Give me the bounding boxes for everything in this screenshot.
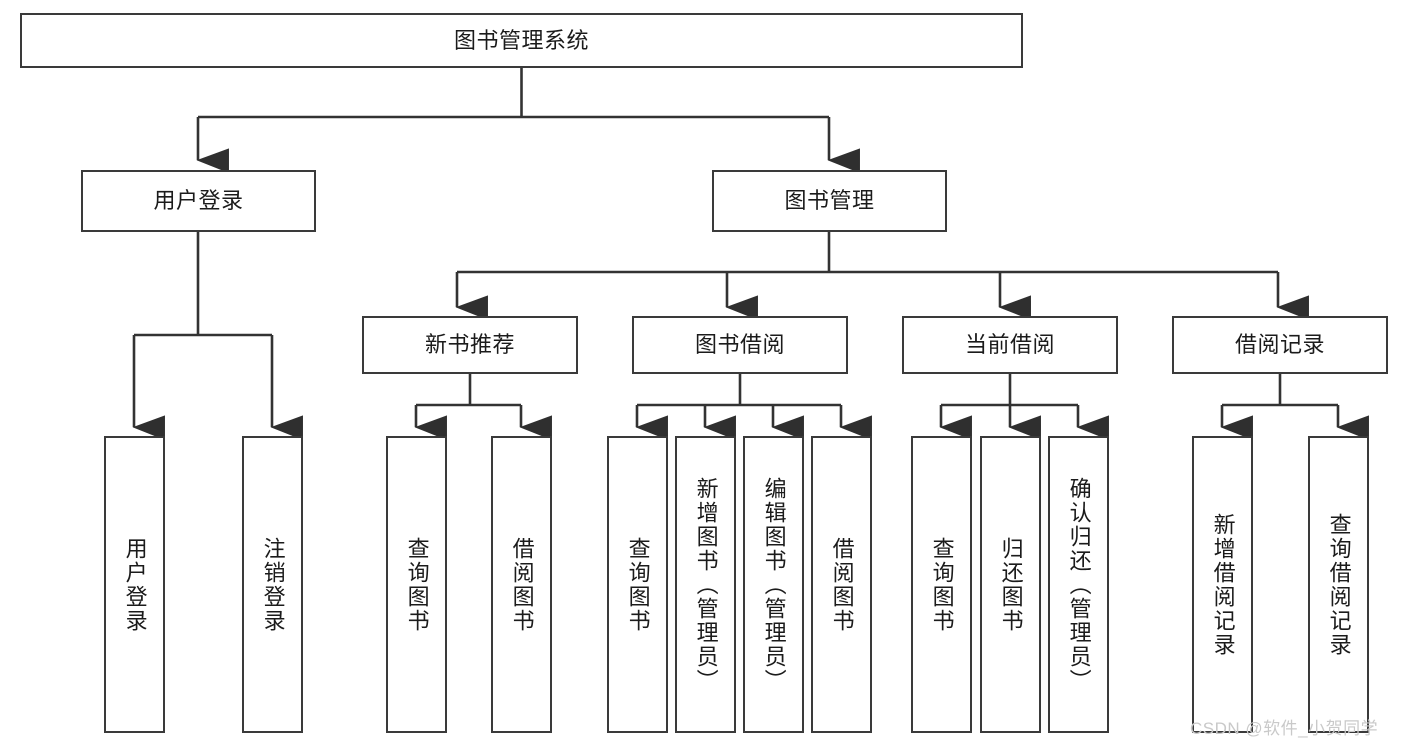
node-label: 借阅图书 (829, 536, 855, 633)
node-label: 图书管理 (784, 188, 875, 214)
leaf-query-book-borrow[interactable]: 查询图书 (607, 436, 668, 733)
node-label: 注销登录 (260, 536, 286, 633)
node-label: 图书管理系统 (453, 27, 589, 53)
node-label: 新增图书（管理员） (693, 476, 719, 693)
node-label: 图书借阅 (694, 332, 785, 358)
node-label: 新书推荐 (424, 332, 515, 358)
node-current-borrow[interactable]: 当前借阅 (902, 316, 1118, 374)
node-new-book-recommend[interactable]: 新书推荐 (362, 316, 578, 374)
node-label: 查询图书 (929, 536, 955, 633)
leaf-return-book[interactable]: 归还图书 (980, 436, 1041, 733)
leaf-query-book-recommend[interactable]: 查询图书 (386, 436, 447, 733)
node-label: 归还图书 (998, 536, 1024, 633)
leaf-query-book-current[interactable]: 查询图书 (911, 436, 972, 733)
node-label: 查询图书 (404, 536, 430, 633)
leaf-edit-book-admin[interactable]: 编辑图书（管理员） (743, 436, 804, 733)
node-label: 借阅图书 (509, 536, 535, 633)
node-root-book-management-system[interactable]: 图书管理系统 (20, 13, 1023, 68)
leaf-confirm-return-admin[interactable]: 确认归还（管理员） (1048, 436, 1109, 733)
node-label: 用户登录 (153, 188, 244, 214)
leaf-borrow-book-recommend[interactable]: 借阅图书 (491, 436, 552, 733)
leaf-borrow-book-borrow[interactable]: 借阅图书 (811, 436, 872, 733)
leaf-add-book-admin[interactable]: 新增图书（管理员） (675, 436, 736, 733)
node-label: 查询借阅记录 (1326, 512, 1352, 657)
node-book-management[interactable]: 图书管理 (712, 170, 947, 232)
node-borrow-record[interactable]: 借阅记录 (1172, 316, 1388, 374)
node-label: 编辑图书（管理员） (761, 476, 787, 693)
leaf-user-login[interactable]: 用户登录 (104, 436, 165, 733)
node-label: 用户登录 (122, 536, 148, 633)
node-label: 借阅记录 (1234, 332, 1325, 358)
node-label: 确认归还（管理员） (1066, 476, 1092, 693)
node-label: 新增借阅记录 (1210, 512, 1236, 657)
leaf-add-borrow-record[interactable]: 新增借阅记录 (1192, 436, 1253, 733)
leaf-query-borrow-record[interactable]: 查询借阅记录 (1308, 436, 1369, 733)
node-user-login[interactable]: 用户登录 (81, 170, 316, 232)
node-label: 当前借阅 (964, 332, 1055, 358)
node-label: 查询图书 (625, 536, 651, 633)
leaf-user-logout[interactable]: 注销登录 (242, 436, 303, 733)
node-book-borrow[interactable]: 图书借阅 (632, 316, 848, 374)
